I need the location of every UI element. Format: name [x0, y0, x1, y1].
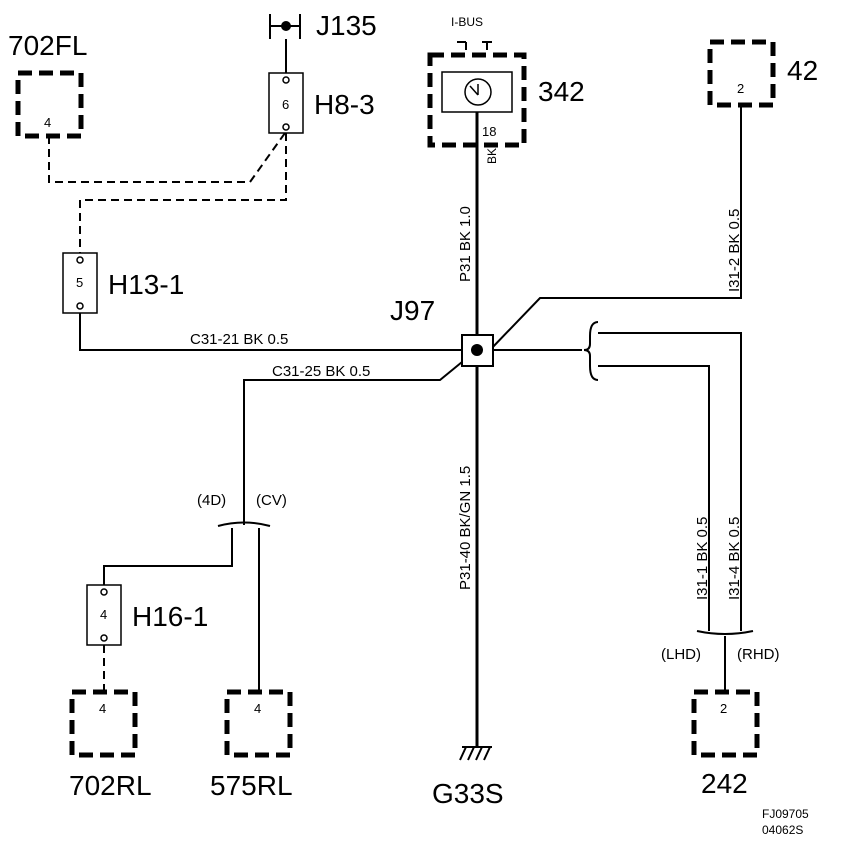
ground-icon: [459, 746, 491, 761]
label-702rl: 702RL: [69, 770, 152, 801]
label-wire-i31-4: I31-4 BK 0.5: [726, 517, 743, 600]
component-342: I-BUS 342 18 BK: [427, 15, 585, 164]
figure-code: 04062S: [762, 823, 803, 837]
pin-h16-1: 4: [100, 607, 107, 622]
component-42: 2 42: [707, 39, 818, 108]
label-wire-i31-1: I31-1 BK 0.5: [694, 517, 711, 600]
wire-702fl-h8-3: [48, 132, 286, 183]
splice-dot-j135: [281, 21, 291, 31]
label-wire-c31-25: C31-25 BK 0.5: [272, 363, 370, 380]
label-342: 342: [538, 76, 585, 107]
pin-575rl: 4: [254, 701, 261, 716]
label-cv: (CV): [256, 492, 287, 509]
component-702rl: 4 702RL: [69, 689, 152, 801]
label-j135: J135: [316, 10, 377, 41]
splice-j97: J97: [390, 295, 494, 367]
label-j97: J97: [390, 295, 435, 326]
connector-h8-3: 6 H8-3: [268, 72, 375, 134]
variant-brace-right: [583, 321, 599, 381]
pin-242: 2: [720, 701, 727, 716]
ground-g33s: G33S: [432, 746, 504, 809]
pin-342: 18: [482, 124, 496, 139]
variant-brace-lhd-rhd: [696, 630, 754, 635]
component-242: 2 242: [691, 689, 760, 799]
label-4d: (4D): [197, 492, 226, 509]
label-242: 242: [701, 768, 748, 799]
label-h13-1: H13-1: [108, 269, 184, 300]
label-wire-p31: P31 BK 1.0: [457, 206, 474, 282]
splice-dot-j97: [471, 344, 483, 356]
label-h8-3: H8-3: [314, 89, 375, 120]
label-wire-c31-21: C31-21 BK 0.5: [190, 331, 288, 348]
wire-i31-1: [598, 365, 710, 631]
connector-h13-1: 5 H13-1: [62, 252, 184, 314]
pin-color-342: BK: [485, 148, 499, 164]
wire-c31-21: [79, 313, 462, 351]
component-702fl: 702FL 4: [8, 30, 87, 139]
wire-i31-2: [489, 105, 742, 351]
wire-i31-4: [598, 332, 742, 631]
label-wire-i31-2: I31-2 BK 0.5: [726, 209, 743, 292]
label-i-bus: I-BUS: [451, 15, 483, 29]
figure-id: FJ09705: [762, 807, 809, 821]
label-575rl: 575RL: [210, 770, 293, 801]
connector-j135: J135: [269, 10, 377, 41]
label-rhd: (RHD): [737, 646, 780, 663]
label-h16-1: H16-1: [132, 601, 208, 632]
pin-702rl: 4: [99, 701, 106, 716]
label-702fl: 702FL: [8, 30, 87, 61]
pin-42: 2: [737, 81, 744, 96]
label-lhd: (LHD): [661, 646, 701, 663]
label-42: 42: [787, 55, 818, 86]
pin-h8-3: 6: [282, 97, 289, 112]
wire-4d-h16-1: [103, 528, 233, 585]
i-bus-terminals: [457, 41, 492, 50]
wire-c31-25: [243, 361, 463, 525]
label-g33s: G33S: [432, 778, 504, 809]
pin-702fl: 4: [44, 115, 51, 130]
connector-h16-1: 4 H16-1: [86, 584, 208, 646]
label-wire-p31-40: P31-40 BK/GN 1.5: [457, 466, 474, 590]
wire-h8-3-h13-1: [79, 133, 287, 253]
variant-brace-4d-cv: [217, 521, 271, 527]
pin-h13-1: 5: [76, 275, 83, 290]
component-575rl: 4 575RL: [210, 689, 293, 801]
